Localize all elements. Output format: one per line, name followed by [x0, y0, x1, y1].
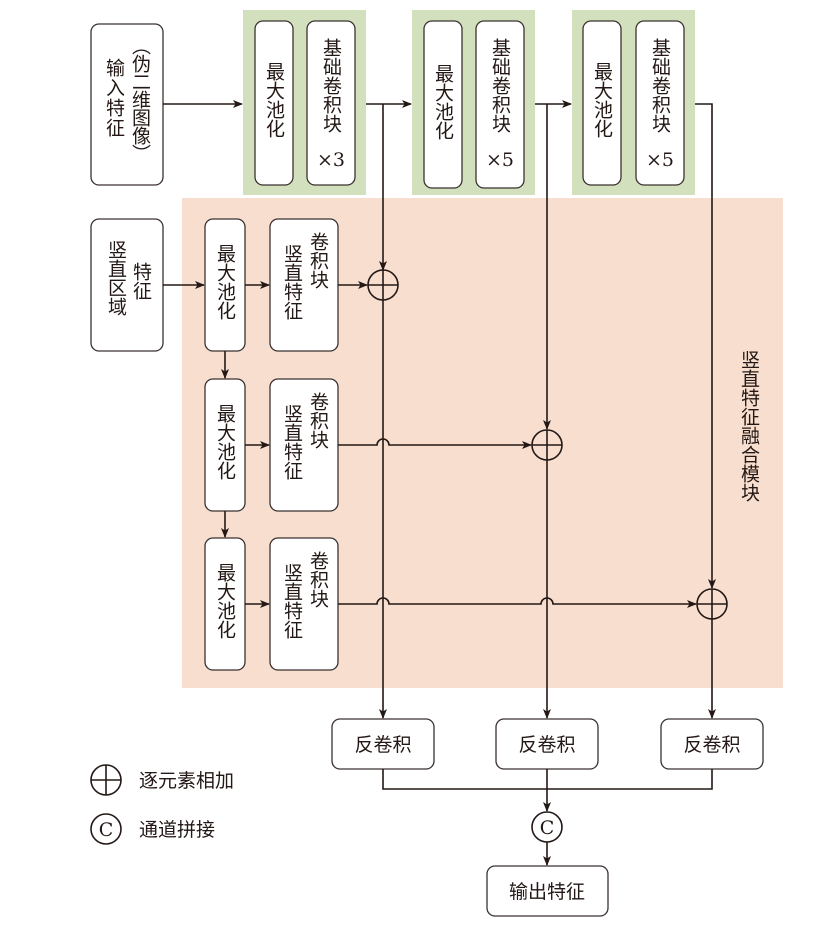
deconv-box-2: 反卷积 [495, 718, 599, 770]
output-feature-box: 输出特征 [486, 865, 609, 917]
branch-2: 最大池化 竖直特征 卷积块 [204, 378, 339, 512]
input-label-paren: （伪二维图像） [129, 36, 151, 162]
branch-3-pool-label: 最大池化 [214, 563, 236, 639]
branch-2-conv-label-1: 竖直特征 [281, 404, 303, 480]
circle-plus-icon [90, 764, 122, 796]
stage-1: 最大池化 基础卷积块 ×3 [254, 20, 356, 186]
branch-2-pool-label: 最大池化 [214, 404, 236, 480]
stage-2-conv-label: 基础卷积块 [489, 38, 511, 133]
branch-3-conv-label-1: 竖直特征 [281, 563, 303, 639]
line-stage3-out [695, 103, 716, 589]
stage-3-conv-label: 基础卷积块 [649, 38, 671, 133]
vertical-region-label-2: 特征 [130, 262, 152, 300]
stage-3-pool-label: 最大池化 [591, 62, 613, 138]
branch-1-conv-label-2: 卷积块 [307, 232, 329, 289]
input-label-main: 输入特征 [103, 58, 125, 138]
arrow-conv3-to-add3 [338, 597, 697, 608]
stage-2: 最大池化 基础卷积块 ×5 [423, 20, 525, 189]
deconv-1-label: 反卷积 [354, 734, 411, 756]
concat-symbol: C [540, 817, 555, 839]
stage-2-pool-label: 最大池化 [432, 64, 454, 140]
input-feature-box: （伪二维图像） 输入特征 [90, 23, 164, 186]
branch-3: 最大池化 竖直特征 卷积块 [204, 537, 339, 671]
legend-concat-label: 通道拼接 [139, 819, 215, 841]
vertical-region-feature-box: 竖直区域 特征 [90, 218, 164, 352]
deconv-box-1: 反卷积 [331, 718, 435, 770]
output-label: 输出特征 [509, 881, 585, 903]
add-node-1 [367, 269, 399, 301]
branch-2-conv-label-2: 卷积块 [307, 392, 329, 449]
stage-3: 最大池化 基础卷积块 ×5 [582, 20, 685, 186]
branch-1: 最大池化 竖直特征 卷积块 [204, 218, 339, 352]
stage-1-repeat: ×3 [317, 149, 345, 171]
module-label: 竖直特征融合模块 [738, 350, 760, 502]
stage-3-repeat: ×5 [646, 149, 674, 171]
stage-1-pool-label: 最大池化 [263, 62, 285, 138]
deconv-3-label: 反卷积 [683, 734, 740, 756]
add-node-3 [696, 588, 728, 620]
legend-c-glyph: C [99, 819, 114, 841]
deconv-2-label: 反卷积 [518, 734, 575, 756]
branch-3-conv-label-2: 卷积块 [307, 551, 329, 608]
legend-add-label: 逐元素相加 [139, 770, 234, 792]
concat-node: C [531, 811, 563, 843]
branch-1-pool-label: 最大池化 [214, 244, 236, 320]
stage-1-conv-label: 基础卷积块 [320, 38, 342, 133]
circle-c-icon: C [90, 813, 122, 845]
branch-1-conv-label-1: 竖直特征 [281, 244, 303, 320]
legend: 逐元素相加 C 通道拼接 [90, 764, 234, 845]
deconv-box-3: 反卷积 [660, 718, 764, 770]
add-node-2 [531, 429, 563, 461]
vertical-region-label-1: 竖直区域 [105, 240, 127, 316]
stage-2-repeat: ×5 [486, 149, 514, 171]
